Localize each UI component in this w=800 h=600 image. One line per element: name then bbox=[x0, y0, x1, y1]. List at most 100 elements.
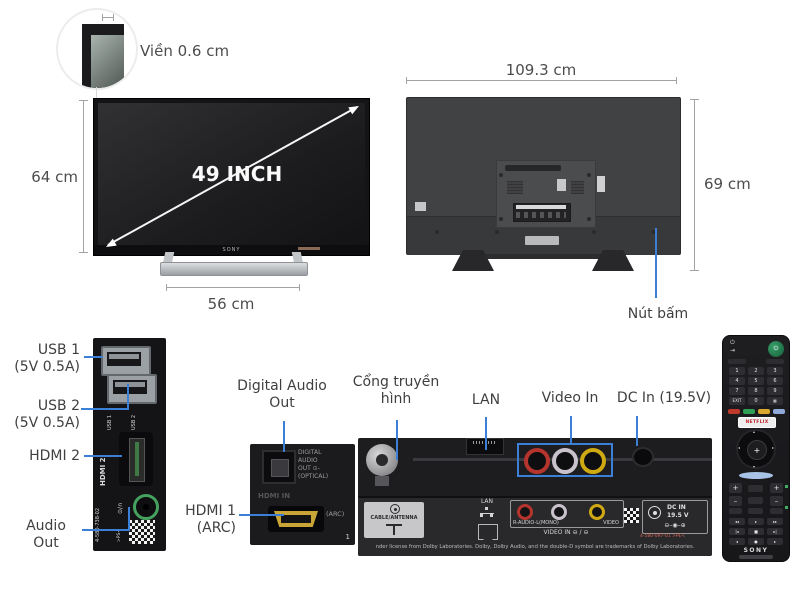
lan-network-icon bbox=[480, 507, 494, 517]
vent-left bbox=[507, 181, 523, 194]
label-tv-port: Cổng truyền hình bbox=[346, 374, 446, 408]
vol-plus: + bbox=[732, 483, 739, 492]
callout-line-audio-v bbox=[128, 507, 130, 531]
digit-button-8: 8 bbox=[748, 387, 764, 395]
audio-out-jack bbox=[133, 494, 159, 520]
label-digital-audio-out: Digital Audio Out bbox=[232, 378, 332, 412]
antenna-icon-stem bbox=[393, 526, 395, 535]
power-button: ⏻ bbox=[768, 341, 784, 357]
color-button-yellow bbox=[758, 409, 770, 414]
bezel-screen-edge bbox=[91, 35, 124, 88]
back-height-label: 69 cm bbox=[704, 175, 751, 193]
strip-screw-1 bbox=[435, 230, 439, 234]
hdmi1-port-inner bbox=[274, 511, 318, 527]
sony-logo-remote: SONY bbox=[743, 547, 769, 554]
digit-4: 4 bbox=[735, 377, 739, 384]
usb-port-1-tongue bbox=[109, 354, 139, 359]
back-left-sticker bbox=[415, 202, 426, 211]
callout-line-dao bbox=[283, 421, 285, 452]
plate-screw-bl bbox=[499, 217, 503, 221]
av-icon-red bbox=[517, 504, 533, 520]
optical-engraving: DIGITAL AUDIO OUT ⊙- (OPTICAL) bbox=[298, 449, 352, 481]
arrowhead-top-right bbox=[348, 106, 359, 115]
vol-minus: – bbox=[733, 496, 738, 505]
diagonal-arrow: 49 INCH bbox=[106, 106, 359, 247]
hdmi2-port bbox=[119, 432, 153, 486]
callout-line-audio-h bbox=[82, 529, 130, 531]
back-port-recess bbox=[513, 203, 571, 222]
label-audio-line2: Out bbox=[33, 535, 59, 551]
rec-button bbox=[770, 508, 783, 514]
bezel-corner-graphic bbox=[82, 24, 124, 88]
volume-up-button: + bbox=[729, 483, 742, 493]
step-back-button: ◂ bbox=[729, 538, 745, 545]
rca-jack-white bbox=[552, 448, 578, 474]
dpad-down-glyph: ▾ bbox=[753, 464, 756, 469]
usb-port-1-slot bbox=[107, 352, 141, 366]
digit-2: 2 bbox=[754, 367, 758, 374]
remote-pill-right bbox=[766, 359, 784, 364]
sony-logo-front: SONY bbox=[222, 247, 241, 253]
label-hdmi2: HDMI 2 bbox=[29, 448, 80, 464]
dpad-right-glyph: ▸ bbox=[771, 445, 774, 450]
mute-button bbox=[748, 497, 763, 504]
label-usb2: USB 2 (5V 0.5A) bbox=[0, 398, 80, 432]
dpad-left-glyph: ◂ bbox=[738, 445, 741, 450]
usb-port-1 bbox=[101, 346, 151, 376]
netflix-label: NETFLIX bbox=[745, 420, 769, 425]
qr-code-left bbox=[129, 520, 155, 544]
bezel-width-tick bbox=[102, 14, 114, 21]
front-stand-bar bbox=[160, 262, 308, 276]
callout-line-button bbox=[655, 228, 657, 298]
green-dot-2 bbox=[785, 506, 788, 509]
strip-screw-3 bbox=[592, 230, 596, 234]
strip-screw-4 bbox=[652, 230, 656, 234]
dc-in-label-box: DC IN 19.5 V ⊖–◉–⊕ bbox=[642, 500, 708, 534]
rca-jack-red bbox=[524, 448, 550, 474]
volume-down-button: – bbox=[729, 496, 742, 506]
next-button: ▸| bbox=[767, 528, 783, 535]
digit-button-0: 0 bbox=[748, 397, 764, 405]
lan-node-right bbox=[490, 514, 493, 517]
record-glyph: ● bbox=[754, 538, 758, 544]
digit-button-1: 1 bbox=[729, 367, 745, 375]
antenna-connector bbox=[366, 444, 398, 476]
antenna-icon-bar bbox=[386, 524, 402, 526]
tv-front-bottom-bezel: SONY bbox=[94, 245, 369, 255]
dpad-up-glyph: ▴ bbox=[753, 429, 756, 434]
power-glyph: ⏻ bbox=[773, 345, 779, 352]
green-dot-1 bbox=[785, 485, 788, 488]
usb-port-2 bbox=[107, 374, 157, 404]
step-fwd-glyph: ▸ bbox=[773, 538, 776, 544]
label-hdmi1-line1: HDMI 1 bbox=[185, 503, 236, 519]
back-width-dim-line bbox=[406, 77, 677, 84]
dc-text-2: 19.5 V bbox=[667, 512, 689, 519]
label-usb2-line1: USB 2 bbox=[37, 398, 80, 414]
av-audio-row-text: R-AUDIO-L(MONO) bbox=[513, 520, 559, 526]
back-stand-leg-left bbox=[452, 250, 494, 271]
lan-node-top bbox=[485, 507, 488, 510]
tv-front-stand-reflection bbox=[298, 247, 320, 250]
callout-line-tv-port bbox=[396, 420, 398, 460]
step-back-glyph: ◂ bbox=[735, 538, 738, 544]
digit-button-3: 3 bbox=[767, 367, 783, 375]
callout-line-usb1 bbox=[84, 356, 103, 358]
label-dc-in: DC In (19.5V) bbox=[616, 390, 712, 406]
strip-screw-2 bbox=[495, 230, 499, 234]
back-center-label bbox=[525, 236, 559, 245]
color-button-green bbox=[743, 409, 755, 414]
digit-1: 1 bbox=[735, 367, 739, 374]
label-tv-port-line2: hình bbox=[380, 391, 412, 407]
usb-port-2-tongue bbox=[115, 382, 145, 387]
label-usb1-line1: USB 1 bbox=[37, 342, 80, 358]
tv-back-mount-plate bbox=[496, 160, 596, 228]
plate-screw-tr bbox=[587, 173, 591, 177]
stop-button: ■ bbox=[748, 528, 764, 535]
optical-text-4: (OPTICAL) bbox=[298, 473, 329, 480]
exit-label: EXIT bbox=[732, 398, 742, 403]
tv-front: SONY 49 INCH bbox=[93, 98, 370, 256]
rca-jack-yellow bbox=[580, 448, 606, 474]
cable-antenna-text: CABLE/ANTENNA bbox=[370, 515, 418, 521]
digit-button-7: 7 bbox=[729, 387, 745, 395]
play-glyph: ▸ bbox=[754, 518, 757, 524]
